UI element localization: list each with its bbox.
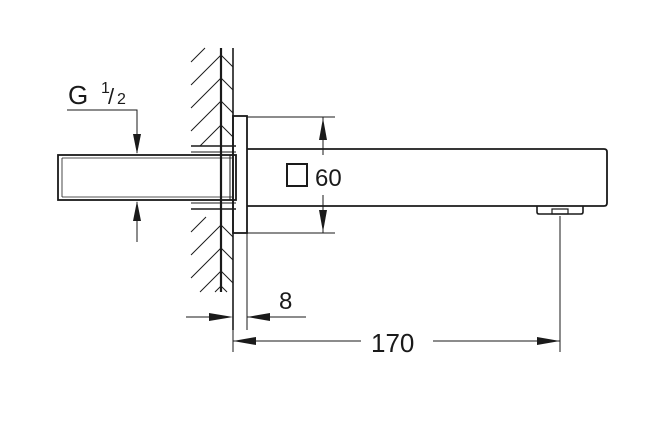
flange-thickness-label: 8 — [279, 288, 292, 315]
wall-hatch-pattern — [190, 47, 234, 293]
threaded-pipe — [57, 154, 237, 201]
aerator-outlet — [536, 206, 584, 215]
wall-flange — [232, 115, 248, 234]
thread-label-prefix: G — [68, 80, 88, 110]
square-section-symbol-icon — [286, 163, 308, 187]
spout-body — [247, 148, 608, 207]
thread-label-numerator: 1 — [101, 80, 110, 97]
square-size-label: 60 — [315, 165, 342, 192]
thread-label-slash: / — [108, 84, 115, 109]
projection-length-label: 170 — [371, 328, 414, 358]
flange-thickness-dimension — [186, 233, 306, 330]
thread-label-denominator: 2 — [117, 91, 126, 108]
thread-dimension — [67, 109, 138, 242]
